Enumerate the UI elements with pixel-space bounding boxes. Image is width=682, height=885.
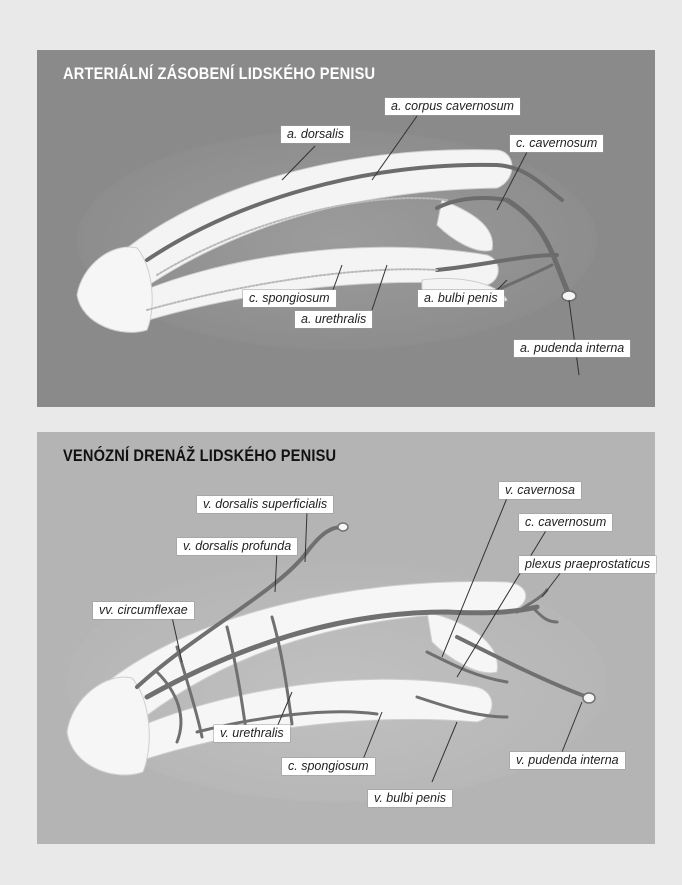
label-c-spongiosum-venous: c. spongiosum [282, 758, 375, 775]
label-c-spongiosum: c. spongiosum [243, 290, 336, 307]
label-v-dorsalis-profunda: v. dorsalis profunda [177, 538, 297, 555]
label-v-cavernosa: v. cavernosa [499, 482, 581, 499]
venous-panel: VENÓZNÍ DRENÁŽ LIDSKÉHO PENISU [37, 432, 655, 844]
label-v-pudenda-interna: v. pudenda interna [510, 752, 625, 769]
label-c-cavernosum-venous: c. cavernosum [519, 514, 612, 531]
label-v-dorsalis-superficialis: v. dorsalis superficialis [197, 496, 333, 513]
vein-cut-end-right [583, 693, 595, 703]
label-c-cavernosum: c. cavernosum [510, 135, 603, 152]
label-a-urethralis: a. urethralis [295, 311, 372, 328]
page-bottom-band [0, 868, 682, 885]
label-a-bulbi-penis: a. bulbi penis [418, 290, 504, 307]
vein-cut-end-top [338, 523, 348, 531]
label-a-dorsalis: a. dorsalis [281, 126, 350, 143]
artery-cut-end [562, 291, 576, 301]
label-vv-circumflexae: vv. circumflexae [93, 602, 194, 619]
label-v-urethralis: v. urethralis [214, 725, 290, 742]
label-a-pudenda-interna: a. pudenda interna [514, 340, 630, 357]
label-a-corpus-cavernosum: a. corpus cavernosum [385, 98, 520, 115]
arterial-panel: ARTERIÁLNÍ ZÁSOBENÍ LIDSKÉHO PENISU [37, 50, 655, 407]
label-v-bulbi-penis: v. bulbi penis [368, 790, 452, 807]
label-plexus-praeprostaticus: plexus praeprostaticus [519, 556, 656, 573]
